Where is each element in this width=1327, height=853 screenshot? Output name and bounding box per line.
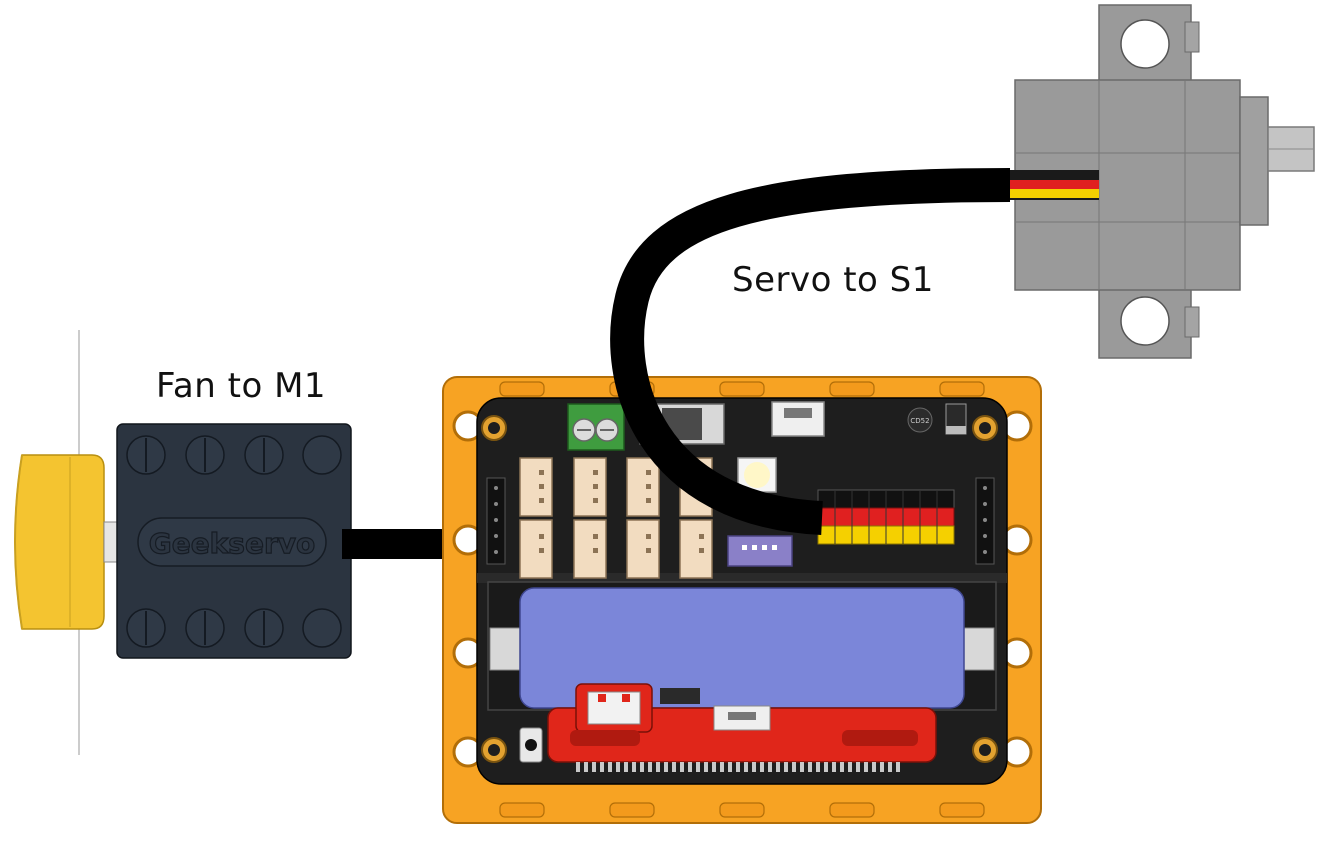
ir-connector bbox=[728, 536, 792, 566]
fan-blade bbox=[15, 455, 104, 629]
battery-contact-right bbox=[962, 628, 994, 670]
servo-assembly bbox=[1003, 5, 1314, 358]
edge-connector bbox=[576, 762, 900, 772]
power-terminal bbox=[568, 404, 624, 450]
brand-text: Geekservo bbox=[149, 527, 316, 560]
fan-label: Fan to M1 bbox=[156, 366, 326, 406]
svg-text:CD52: CD52 bbox=[910, 417, 929, 425]
servo-mount-hole-bottom bbox=[1121, 297, 1169, 345]
servo-mount-hole-top bbox=[1121, 20, 1169, 68]
usb-port bbox=[772, 402, 824, 436]
servo-wire-yellow bbox=[1003, 189, 1099, 198]
servo-label: Servo to S1 bbox=[732, 260, 934, 300]
servo-headers bbox=[818, 490, 954, 544]
servo-output-housing bbox=[1240, 97, 1268, 225]
servo-wire-red bbox=[1003, 180, 1099, 189]
battery-contact-left bbox=[490, 628, 522, 670]
controller-board: CD52 bbox=[443, 377, 1041, 823]
servo-wire-black bbox=[1003, 172, 1099, 180]
